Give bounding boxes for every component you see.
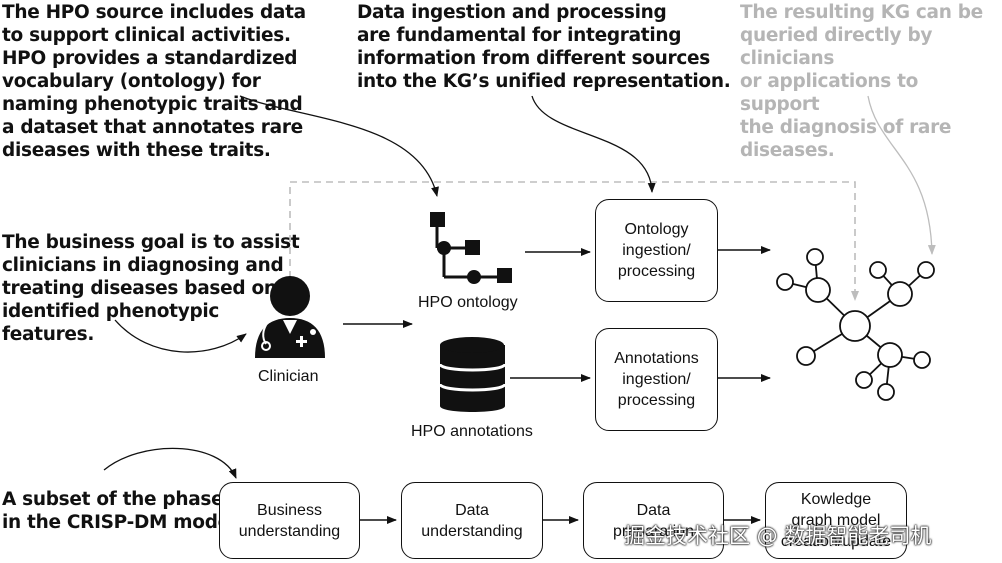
ingestion-annotation-arrow <box>531 95 656 193</box>
hpo-ontology-label: HPO ontology <box>418 294 518 311</box>
clinician-label: Clinician <box>258 368 319 385</box>
annotations-processing-box: Annotations ingestion/ processing <box>595 328 718 431</box>
hpo-ontology-icon <box>430 212 512 284</box>
kg-annotation-arrow <box>867 95 936 255</box>
phase-business-understanding: Business understanding <box>219 482 360 559</box>
knowledge-graph-icon <box>776 248 935 401</box>
dashed-query-connector <box>289 181 859 301</box>
hpo-annotations-icon <box>438 337 507 412</box>
hpo-annotations-label: HPO annotations <box>411 423 533 440</box>
watermark-text: 掘金技术社区 @ 数据智能老司机 <box>624 524 932 548</box>
ontology-processing-box: Ontology ingestion/ processing <box>595 199 718 302</box>
crisp-dm-annotation: A subset of the phases in the CRISP-DM m… <box>2 489 236 533</box>
hpo-annotation-arrow <box>239 95 439 197</box>
crisp-dm-arrow <box>103 447 237 479</box>
phase-data-understanding: Data understanding <box>401 482 543 559</box>
ingestion-annotation: Data ingestion and processing are fundam… <box>357 2 731 92</box>
business-goal-annotation: The business goal is to assist clinician… <box>2 232 300 345</box>
hpo-source-annotation: The HPO source includes data to support … <box>2 2 306 161</box>
business-goal-arrow <box>114 319 247 353</box>
clinician-icon <box>255 276 325 358</box>
phase-kg-model-creation: Kowledge graph model creation/update <box>765 482 907 559</box>
phase-data-preparation: Data preparation <box>583 482 724 559</box>
kg-result-annotation: The resulting KG can be queried directly… <box>740 2 983 161</box>
